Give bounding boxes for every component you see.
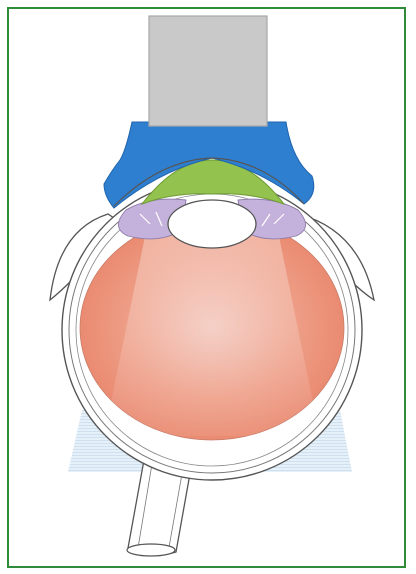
ultrasound-probe xyxy=(149,16,267,126)
lens xyxy=(168,200,256,248)
